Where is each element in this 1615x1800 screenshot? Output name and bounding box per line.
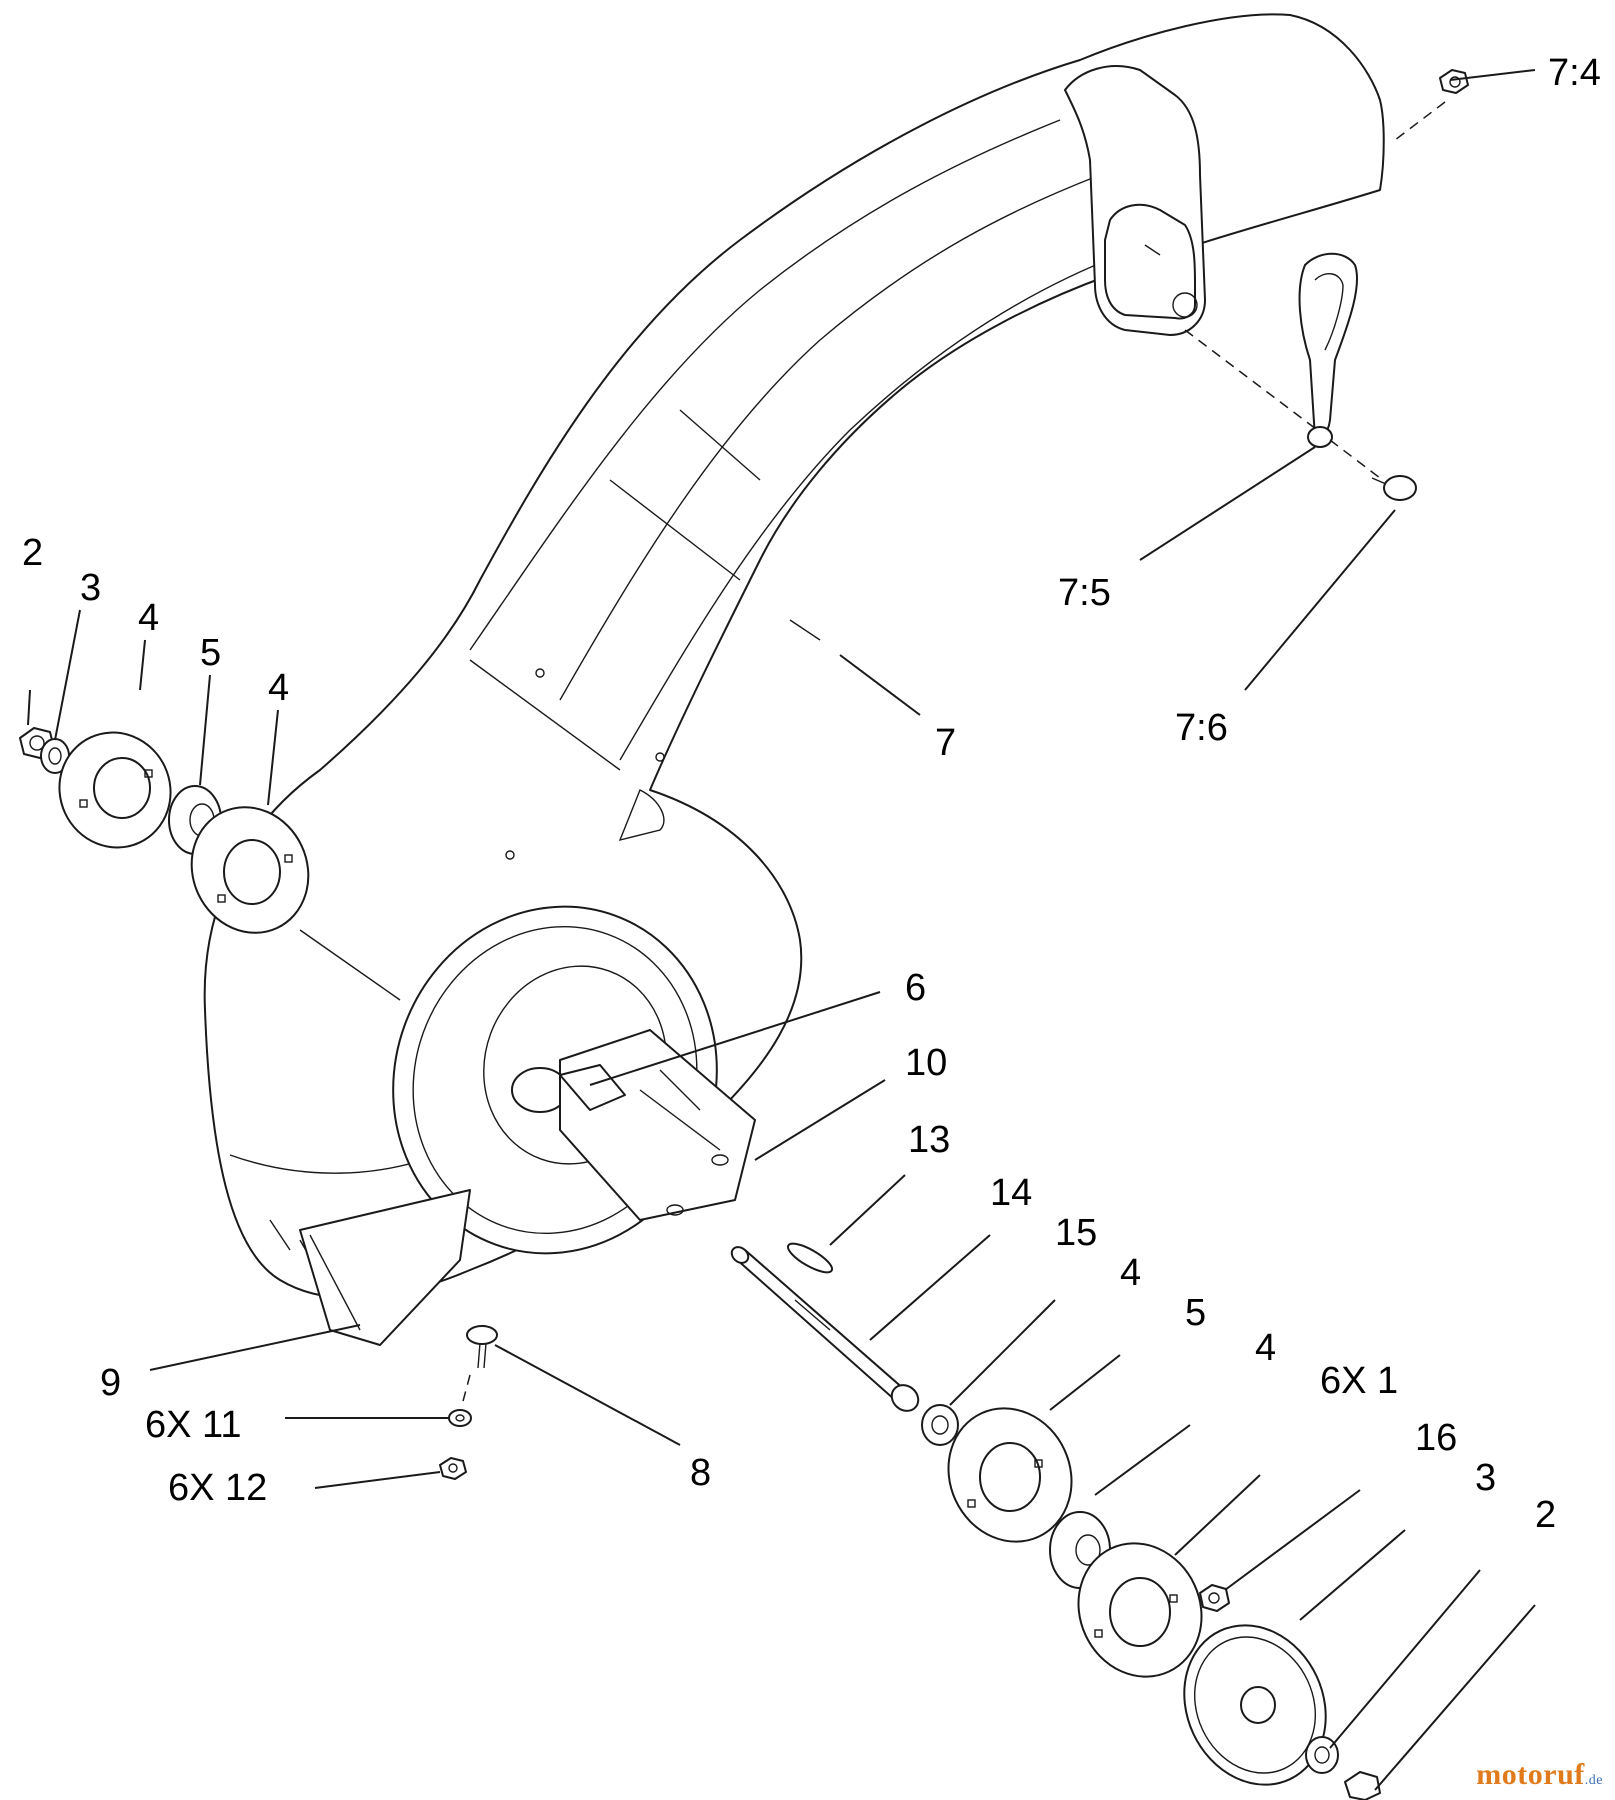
callout-14: 14 [990,1172,1032,1214]
callout-4-left-b: 4 [268,667,289,709]
callout-3-left: 3 [80,567,101,609]
discharge-chute-housing [203,13,1385,1301]
left-bearing-stack [19,727,310,934]
callout-labels: 2 3 4 5 4 7 7:4 7:5 7:6 6 10 13 14 15 4 … [22,52,1601,1536]
callout-6x1: 6X 1 [1320,1360,1398,1402]
impeller-volute [299,905,756,1346]
bottom-fasteners [439,1325,498,1480]
callout-5-left: 5 [200,632,221,674]
chute-handle-parts [1184,69,1469,501]
watermark-tld: .de [1584,1773,1603,1788]
callout-6: 6 [905,967,926,1009]
callout-9: 9 [100,1362,121,1404]
callout-4-left-a: 4 [138,597,159,639]
callout-8: 8 [690,1452,711,1494]
watermark-logo: motoruf.de [1476,1758,1603,1792]
callout-4-right-a: 4 [1120,1252,1141,1294]
watermark-text: motoruf [1476,1758,1585,1791]
callout-7-4: 7:4 [1548,52,1601,94]
callout-13: 13 [908,1119,950,1161]
callout-16: 16 [1415,1417,1457,1459]
callout-7: 7 [935,722,956,764]
callout-7-5: 7:5 [1058,572,1111,614]
callout-4-right-b: 4 [1255,1327,1276,1369]
callout-2-left: 2 [22,532,43,574]
leader-lines [27,69,1536,1791]
callout-15: 15 [1055,1212,1097,1254]
callout-6x11: 6X 11 [145,1404,241,1446]
drive-shaft-stack [730,1242,1381,1800]
callout-2-right: 2 [1535,1494,1556,1536]
callout-5-right: 5 [1185,1292,1206,1334]
callout-10: 10 [905,1042,947,1084]
callout-7-6: 7:6 [1175,707,1228,749]
callout-3-right: 3 [1475,1457,1496,1499]
callout-6x12: 6X 12 [168,1467,267,1509]
